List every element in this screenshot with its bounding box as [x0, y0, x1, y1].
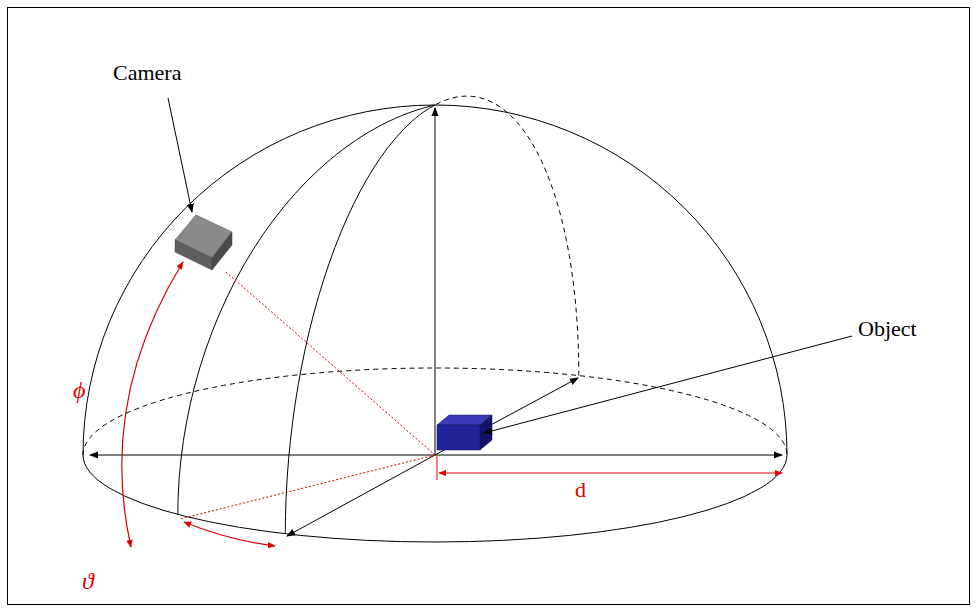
vertical-axis	[435, 108, 436, 455]
meridian-line	[285, 105, 435, 534]
depth-axis	[435, 378, 578, 455]
front-axis	[287, 455, 435, 536]
camera-leader	[168, 98, 192, 212]
base-ellipse-front	[83, 455, 787, 542]
dimension-tick	[437, 456, 438, 480]
object-label: Object	[858, 318, 917, 340]
meridian-line	[178, 105, 435, 514]
sight-line	[226, 272, 435, 455]
meridian-lines	[178, 96, 579, 534]
meridian-line	[435, 96, 579, 375]
azimuth-arc	[184, 522, 275, 546]
radius-dimension	[439, 472, 782, 473]
radius-symbol: d	[575, 479, 586, 501]
dome-outline	[83, 105, 787, 455]
elevation-symbol: ϕ	[73, 378, 85, 402]
projection-line	[180, 455, 435, 519]
frame	[8, 8, 970, 605]
elevation-arc	[122, 262, 183, 547]
object-box	[437, 415, 492, 450]
camera-label: Camera	[113, 62, 181, 84]
object-leader	[484, 336, 852, 433]
camera-box	[175, 215, 232, 270]
azimuth-symbol: ϑ	[82, 569, 94, 593]
